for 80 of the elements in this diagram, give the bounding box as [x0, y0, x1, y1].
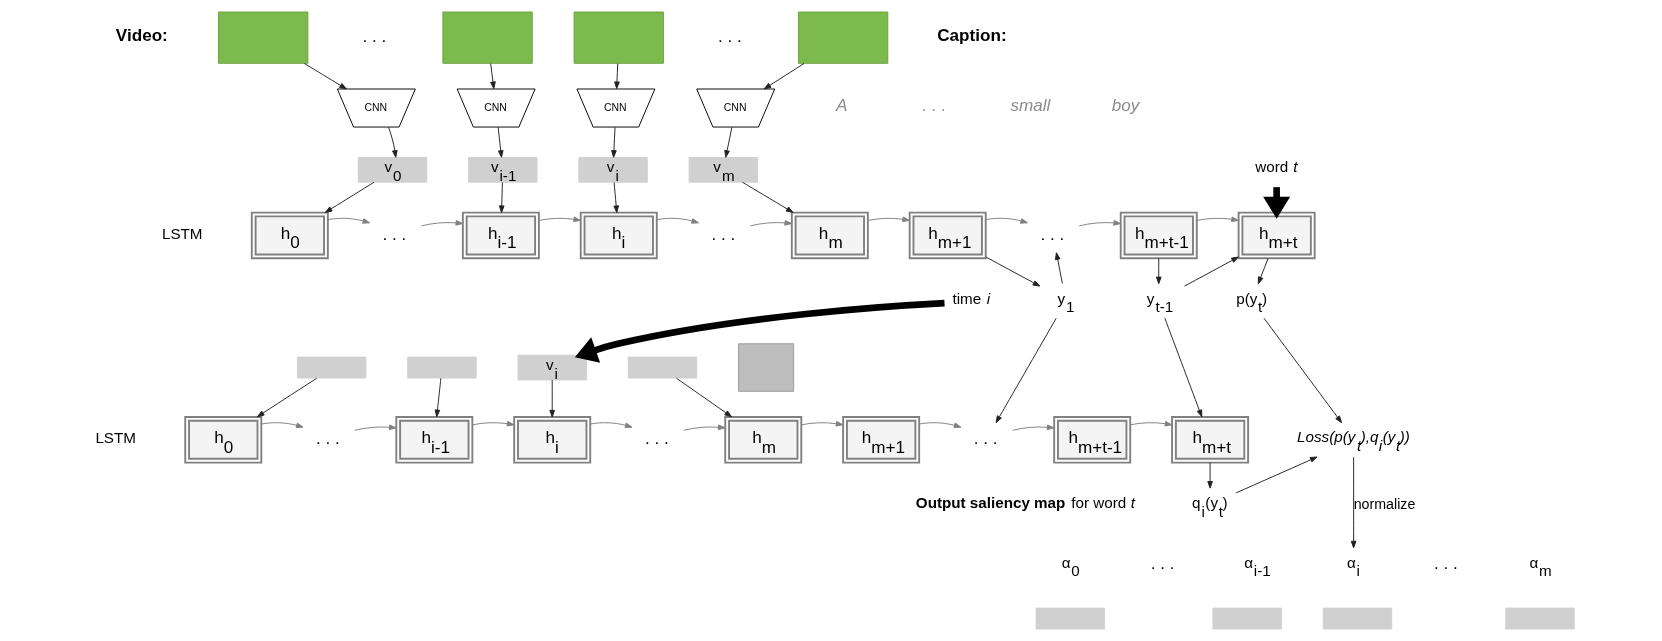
arrow	[574, 299, 945, 363]
arrow	[327, 217, 371, 224]
label: . . .	[922, 96, 947, 116]
node-bar	[627, 356, 698, 379]
arrow	[1184, 256, 1239, 287]
arrow	[1350, 456, 1357, 549]
arrow	[1012, 424, 1055, 431]
arrow	[498, 181, 505, 214]
arrow	[1129, 420, 1173, 427]
arrow	[1207, 462, 1213, 489]
label: LSTM	[161, 225, 203, 243]
arrow	[1196, 216, 1239, 223]
label: . . .	[1150, 554, 1175, 574]
node-bar	[296, 356, 367, 379]
arrow	[256, 377, 318, 418]
node-text: word t	[1255, 158, 1298, 176]
node-text: . . .	[973, 428, 998, 448]
label: A	[835, 96, 848, 116]
arrow	[261, 422, 304, 429]
node-bar	[1212, 607, 1282, 630]
node-text: . . .	[644, 428, 669, 448]
arrow	[434, 377, 442, 418]
arrow	[656, 217, 700, 224]
node-bar	[1505, 607, 1575, 630]
node-box	[738, 343, 795, 392]
node-text: . . .	[382, 224, 407, 244]
arrow	[1155, 257, 1162, 285]
arrow	[919, 422, 962, 429]
node-bar	[1322, 607, 1393, 630]
label: LSTM	[95, 429, 136, 447]
arrow	[613, 181, 619, 214]
arrow	[388, 126, 398, 158]
label: small	[1010, 96, 1051, 116]
arrow	[420, 220, 464, 227]
arrow	[742, 181, 794, 213]
arrow	[1164, 317, 1203, 418]
arrow	[724, 126, 733, 158]
node-text: . . .	[315, 428, 340, 448]
arrow	[867, 216, 910, 223]
arrow	[538, 216, 581, 223]
label: boy	[1111, 96, 1140, 116]
node-text: time i	[952, 289, 991, 307]
arrow	[1263, 317, 1343, 424]
arrow	[549, 379, 555, 418]
arrow	[763, 63, 805, 90]
arrow	[801, 420, 844, 427]
node-bar	[407, 356, 477, 379]
arrow	[303, 63, 347, 90]
node-box	[442, 11, 533, 64]
node-box	[218, 11, 309, 64]
arrow	[324, 181, 375, 213]
arrow	[749, 220, 793, 227]
arrow	[985, 217, 1028, 224]
node-box	[797, 11, 889, 64]
arrow	[472, 420, 515, 427]
arrow	[1078, 220, 1121, 227]
label: . . .	[1433, 554, 1458, 574]
arrow	[490, 63, 496, 90]
arrow	[1054, 252, 1063, 284]
arrow	[611, 126, 617, 158]
label: Caption:	[937, 25, 1007, 45]
arrow	[614, 63, 620, 90]
label: . . .	[718, 26, 742, 46]
arrow	[683, 424, 726, 431]
arrow	[1257, 257, 1269, 285]
label: Video:	[115, 25, 168, 45]
label: Output saliency map for word t	[915, 494, 1135, 512]
arrow	[354, 424, 397, 431]
arrow	[985, 256, 1041, 287]
node-text: . . .	[711, 224, 736, 244]
arrow	[497, 126, 504, 158]
arrow	[995, 317, 1057, 424]
edge-label: normalize	[1353, 495, 1416, 512]
node-text: . . .	[1040, 224, 1065, 244]
arrow	[1235, 456, 1318, 494]
arrow	[590, 422, 633, 429]
node-box	[573, 11, 664, 64]
label: . . .	[362, 26, 387, 46]
arrow	[676, 377, 732, 418]
node-bar	[1035, 607, 1106, 630]
